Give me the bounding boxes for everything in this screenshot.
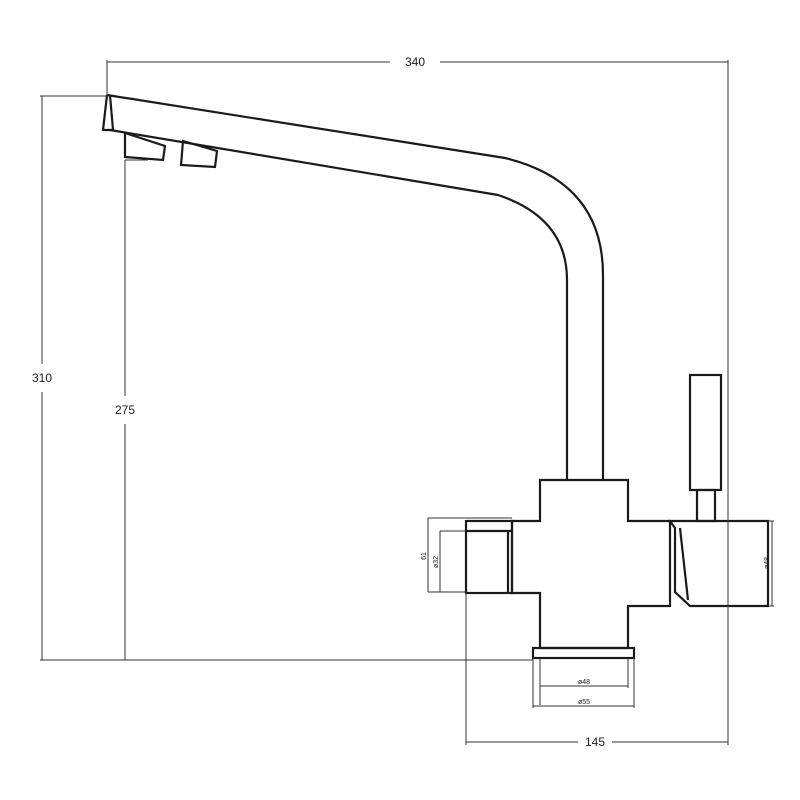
dim-base-inner-diameter: ø48 [578, 679, 590, 686]
dim-base-outer-diameter: ø55 [578, 699, 590, 706]
right-handle-inner-line [678, 527, 690, 601]
outlet-nozzle-left [123, 131, 167, 162]
dim-body-depth: 61 [421, 552, 428, 560]
body-cross [510, 478, 672, 650]
base-plate [531, 646, 636, 660]
spout-lower-edge [109, 128, 569, 480]
lever-stem [695, 488, 717, 523]
dimension-lines [40, 60, 774, 745]
dim-overall-width: 340 [405, 55, 425, 69]
left-outlet-block [464, 519, 514, 595]
faucet-outline [101, 93, 770, 660]
dim-left-outlet-diameter: ø32 [433, 556, 440, 568]
outlet-nozzle-right [179, 139, 219, 169]
dim-base-width: 145 [585, 735, 605, 749]
spout-tip [101, 94, 115, 132]
dim-spout-height: 275 [115, 403, 135, 417]
spout-upper-edge [106, 93, 605, 480]
lever-handle [688, 373, 723, 492]
dim-overall-height: 310 [32, 371, 52, 385]
dim-right-handle-diameter: ø48 [764, 557, 771, 569]
